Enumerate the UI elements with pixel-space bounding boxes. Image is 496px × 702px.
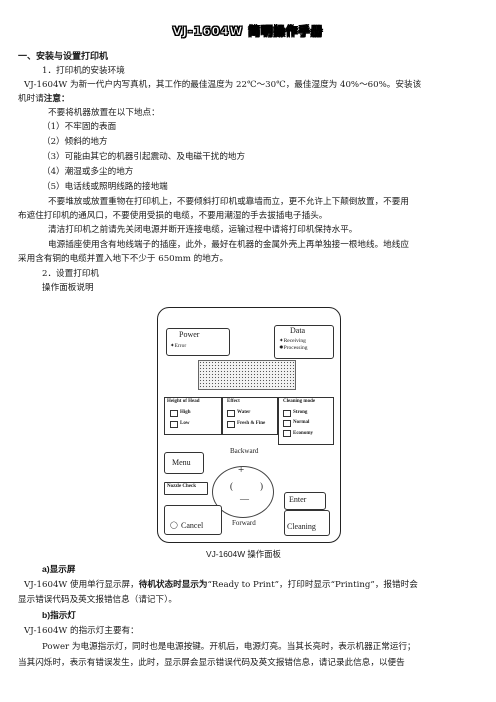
height-of-head-title: Height of Head [167,399,200,404]
list-item: （4）潮湿或多尘的地方 [42,167,134,177]
low-label: Low [180,421,190,426]
forward-label: Forward [232,519,256,527]
paragraph-line: 当其闪烁时，表示有错误发生，此时，显示屏会显示错误代码及英文报错信息，请记录此信… [18,658,405,668]
paragraph-line: VJ-1604W 使用单行显示屏，待机状态时显示为“Ready to Print… [24,580,418,591]
cleaning-label: Cleaning [287,522,316,531]
page-title: VJ-1604W 简明操作手册 [172,24,324,39]
paragraph-line: VJ-1604W 为新一代户内写真机，其工作的最佳温度为 22℃～30℃，最佳湿… [24,80,422,90]
receiving-indicator: ✦Receiving [279,338,306,344]
backward-button[interactable]: + [238,464,245,476]
power-label: Power [179,330,200,339]
enter-label: Enter [289,495,307,504]
section-heading: 一、安装与设置打印机 [18,52,109,62]
error-indicator: ✦Error [170,343,187,349]
cleaning-mode-group [278,397,334,445]
data-indicator-box [274,325,334,359]
economy-label: Economy [293,431,313,436]
list-item: （5）电话线或照明线路的接地端 [42,182,168,192]
normal-label: Normal [293,420,310,425]
high-label: High [180,410,191,415]
paragraph-text: 机时请 [18,94,44,104]
lcd-display [198,360,296,390]
subheading-environment: 1．打印机的安装环境 [42,66,125,76]
list-item: （3）可能由其它的机器引起震动、及电磁干扰的地方 [42,152,246,162]
water-label: Water [237,410,251,415]
high-checkbox[interactable] [170,410,178,417]
paragraph-line: Power 为电源指示灯，同时也是电源按键。开机后，电源灯亮。当其长亮时，表示机… [42,642,416,652]
low-checkbox[interactable] [170,421,178,428]
indicator-heading: b)指示灯 [42,610,76,620]
right-paren: ) [260,481,263,491]
cancel-button[interactable] [164,505,222,535]
paragraph-text: VJ-1604W 使用单行显示屏， [24,580,139,590]
left-paren: ( [230,481,233,491]
paragraph-line: 电源插座使用含有地线端子的插座，此外，最好在机器的金属外壳上再单独接一根地线。地… [48,240,409,250]
forward-button[interactable]: — [240,494,249,504]
strong-checkbox[interactable] [283,410,291,417]
attention-label: 注意： [43,94,70,104]
fresh-fine-label: Fresh & Fine [237,421,266,426]
paragraph-line: 采用含有铜的电缆并置入地下不少于 650mm 的地方。 [18,254,229,264]
paragraph-line: 机时请注意： [18,94,70,105]
nozzle-check-label: Nozzle Check [167,484,197,489]
processing-label: Processing [283,345,308,351]
panel-intro: 操作面板说明 [42,283,94,293]
error-label: Error [174,343,187,349]
cancel-label: Cancel [181,521,204,530]
paragraph-line: VJ-1604W 的指示灯主要有： [24,626,139,636]
list-item: （2）倾斜的地方 [42,137,108,147]
fresh-fine-checkbox[interactable] [227,421,235,428]
menu-button[interactable] [164,452,204,474]
paragraph-line: 不要堆放或放置重物在打印机上，不要倾斜打印机或靠墙而立，更不允许上下颠倒放置，不… [48,197,409,207]
list-item: （1）不牢固的表面 [42,122,117,132]
cleaning-button[interactable] [284,510,330,536]
panel-caption: VJ-1604W 操作面板 [206,549,281,559]
water-checkbox[interactable] [227,410,235,417]
display-heading: a)显示屏 [42,564,76,574]
paragraph-line: 显示错误代码及英文报错信息（请记下）。 [18,595,177,605]
strong-label: Strong [293,410,308,415]
processing-indicator: ✹Processing [279,345,308,351]
cleaning-mode-title: Cleaning mode [283,399,316,404]
nozzle-check-button[interactable] [164,482,208,495]
data-label: Data [290,326,306,335]
backward-label: Backward [230,447,259,455]
menu-label: Menu [172,458,191,467]
standby-text: 待机状态时显示为 [138,580,208,590]
paragraph-line: 清洁打印机之前请先关闭电源并断开连接电缆，运输过程中请将打印机保持水平。 [48,225,358,235]
paragraph-line: 布遮住打印机的通风口，不要使用受损的电缆，不要用潮湿的手去拔插电子插头。 [18,211,328,221]
receiving-label: Receiving [283,338,306,344]
effect-title: Effect [227,399,240,404]
normal-checkbox[interactable] [283,420,291,427]
cancel-icon: ◯ [170,521,178,529]
power-indicator-box [166,328,230,356]
paragraph-text: “Ready to Print”，打印时显示“Printing”，报错时会 [207,580,418,590]
list-intro: 不要将机器放置在以下地点： [48,108,160,118]
enter-button[interactable] [284,492,326,510]
economy-checkbox[interactable] [283,430,291,437]
direction-pad [212,466,274,518]
subheading-setup: 2．设置打印机 [42,269,100,279]
